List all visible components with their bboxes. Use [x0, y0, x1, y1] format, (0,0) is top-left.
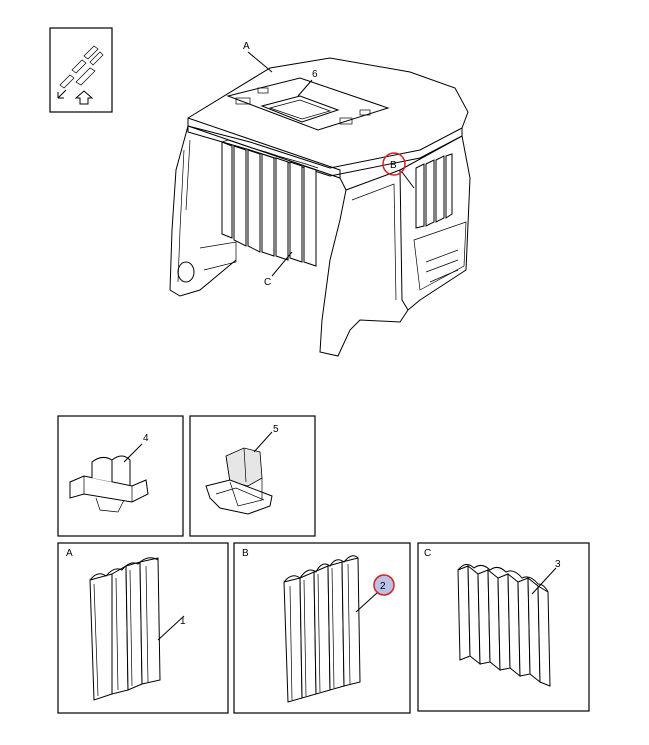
- callout-clip-4: 4: [143, 433, 149, 444]
- detail-c-title: C: [424, 548, 431, 559]
- cab-illustration: [169, 51, 471, 357]
- detail-a-title: A: [66, 548, 73, 559]
- highlight-circle-2: [373, 574, 395, 596]
- clip-4-panel: [57, 415, 184, 537]
- callout-curtain-2: 2: [380, 581, 386, 592]
- orientation-icon: [49, 27, 113, 113]
- callout-side-curtain: B: [390, 160, 397, 171]
- callout-clip-5: 5: [273, 424, 279, 435]
- front-curtain-bundle: [221, 139, 319, 267]
- clip-5-panel: [189, 415, 316, 537]
- detail-a-panel: [57, 542, 229, 714]
- callout-curtain-1: 1: [180, 616, 186, 627]
- curtain-2: [283, 555, 361, 703]
- callout-curtain-3: 3: [555, 559, 561, 570]
- side-curtain-bundle: [415, 153, 453, 229]
- callout-roof-part: 6: [312, 69, 318, 80]
- detail-b-panel: [233, 542, 411, 714]
- callout-rear-curtain: C: [264, 277, 271, 288]
- callout-cab: A: [243, 41, 250, 52]
- forward-arrow-icon: [57, 45, 104, 105]
- detail-c-panel: [417, 542, 590, 712]
- curtain-3: [457, 564, 551, 687]
- curtain-1: [89, 557, 161, 701]
- highlight-circle-b: [382, 152, 406, 176]
- detail-b-title: B: [242, 548, 249, 559]
